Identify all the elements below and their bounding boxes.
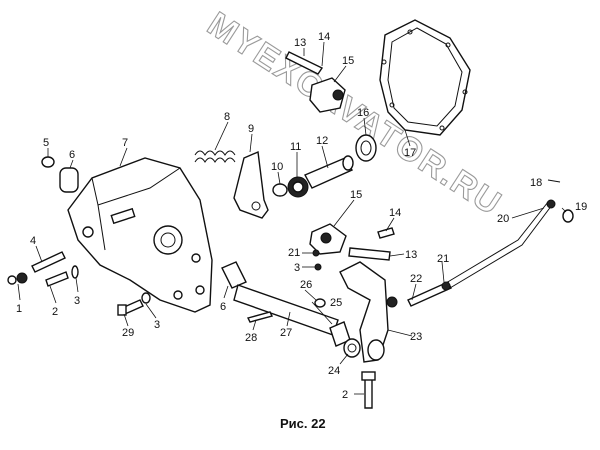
callout-27: 27 <box>280 327 292 339</box>
lever-23 <box>339 261 398 363</box>
callout-9: 9 <box>248 123 254 135</box>
pin-28 <box>246 311 274 323</box>
pin-14-lower <box>377 227 395 239</box>
stud-4 <box>31 251 66 273</box>
callout-10: 10 <box>271 161 283 173</box>
housing-7 <box>67 157 213 313</box>
washer-3-mid <box>314 263 322 271</box>
shaft-12 <box>304 155 354 189</box>
callout-15: 15 <box>342 55 354 67</box>
callout-16: 16 <box>357 107 369 119</box>
bushing-6-top <box>59 167 79 193</box>
nut-21-right <box>441 281 451 291</box>
callout-21: 21 <box>437 253 449 265</box>
pin-13-upper <box>285 51 324 75</box>
callout-8: 8 <box>224 111 230 123</box>
rod-20 <box>445 199 556 289</box>
lever-15-lower <box>309 223 347 255</box>
pin-13-lower <box>348 247 391 261</box>
leader-lines <box>17 41 567 395</box>
callout-26: 26 <box>300 279 312 291</box>
callout-20: 20 <box>497 213 509 225</box>
callout-18: 18 <box>530 177 542 189</box>
callout-15: 15 <box>350 189 362 201</box>
callout-21: 21 <box>288 247 300 259</box>
callout-2: 2 <box>342 389 348 401</box>
washer-3-bottom <box>141 292 151 304</box>
callout-13: 13 <box>405 249 417 261</box>
bolt-2-left <box>45 271 69 287</box>
callouts: 1 2 2 3 3 3 4 5 6 6 7 8 9 10 11 12 13 13… <box>16 31 587 401</box>
washer-24 <box>343 338 361 358</box>
callout-12: 12 <box>316 135 328 147</box>
pin-18 <box>547 179 561 183</box>
callout-6: 6 <box>69 149 75 161</box>
bushing-6-lower <box>221 261 247 289</box>
washer-5 <box>41 156 55 168</box>
bolt-2-bottom <box>361 371 376 409</box>
callout-11: 11 <box>290 141 301 153</box>
callout-24: 24 <box>328 365 340 377</box>
bolt-29 <box>117 299 144 316</box>
callout-29: 29 <box>122 327 134 339</box>
callout-23: 23 <box>410 331 422 343</box>
callout-22: 22 <box>410 273 422 285</box>
seal-16 <box>355 134 377 162</box>
callout-14: 14 <box>318 31 330 43</box>
callout-6: 6 <box>220 301 226 313</box>
washer-19 <box>562 209 574 223</box>
ring-26 <box>314 298 326 308</box>
lever-9 <box>233 150 269 219</box>
figure-caption: Рис. 22 <box>280 416 326 431</box>
callout-14: 14 <box>389 207 401 219</box>
callout-3: 3 <box>294 262 300 274</box>
callout-5: 5 <box>43 137 49 149</box>
washer-3-left <box>71 265 79 279</box>
gasket-17 <box>379 19 471 136</box>
callout-7: 7 <box>122 137 128 149</box>
nut-21-left <box>312 249 320 257</box>
callout-25: 25 <box>330 297 342 309</box>
spring-8 <box>194 150 236 163</box>
callout-1: 1 <box>16 303 22 315</box>
callout-3: 3 <box>154 319 160 331</box>
bearing-11 <box>287 176 309 198</box>
callout-4: 4 <box>30 235 36 247</box>
ring-10 <box>272 183 288 197</box>
lever-15-upper <box>309 77 346 113</box>
callout-2: 2 <box>52 306 58 318</box>
callout-17: 17 <box>404 147 416 159</box>
callout-19: 19 <box>575 201 587 213</box>
nut-1 <box>7 272 28 285</box>
rod-22 <box>407 281 452 307</box>
callout-3: 3 <box>74 295 80 307</box>
callout-13: 13 <box>294 37 306 49</box>
callout-28: 28 <box>245 332 257 344</box>
